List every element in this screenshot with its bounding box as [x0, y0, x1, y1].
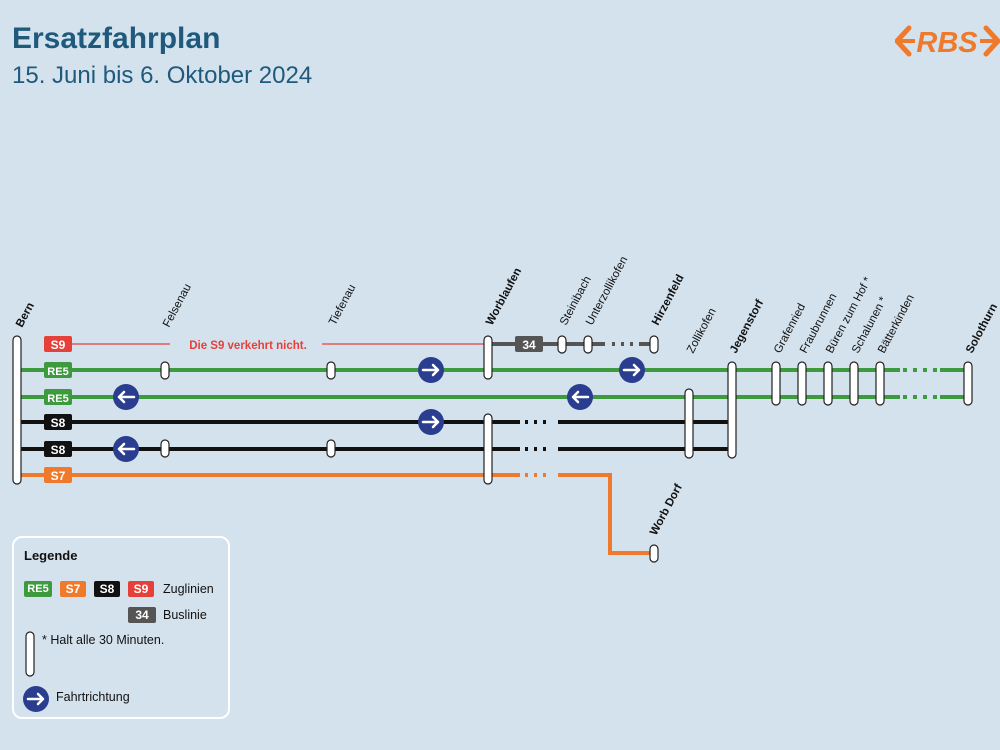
label-worblaufen: Worblaufen: [484, 266, 524, 327]
legend-box: Legende RE5 S7 S8 S9 Zuglinien 34 Buslin…: [12, 536, 230, 719]
label-bern: Bern: [14, 301, 37, 330]
station-felsenau-lower: [160, 439, 170, 458]
legend-title: Legende: [24, 548, 78, 563]
label-felsenau: Felsenau: [161, 282, 194, 329]
legend-train-label: Zuglinien: [163, 582, 214, 596]
badge-s7: [44, 467, 72, 483]
label-jegenstorf: Jegenstorf: [728, 298, 766, 356]
badge-s8-upper: [44, 414, 72, 430]
station-solothurn: [963, 361, 973, 406]
badge-s9: [44, 336, 72, 352]
badge-re5-upper-text: RE5: [47, 366, 68, 378]
station-baetterkinden: [875, 361, 885, 406]
label-unterzollikofen: Unterzollikofen: [584, 255, 630, 328]
legend-halt-label: * Halt alle 30 Minuten.: [42, 633, 165, 647]
legend-badge-re5: RE5: [24, 581, 52, 597]
legend-badge-s9: S9: [128, 581, 154, 597]
badge-s8-upper-text: S8: [51, 416, 66, 430]
direction-arrow-right-2: [619, 357, 645, 383]
label-worb-dorf: Worb Dorf: [648, 482, 685, 537]
station-worb-dorf: [649, 544, 659, 563]
station-bern: [12, 335, 22, 485]
direction-arrow-right-3: [418, 409, 444, 435]
rbs-logo: RBS: [895, 25, 1000, 58]
legend-direction-label: Fahrtrichtung: [56, 690, 130, 704]
legend-badge-bus: 34: [128, 607, 156, 623]
legend-station-icon: [25, 631, 35, 677]
legend-badge-s7: S7: [60, 581, 86, 597]
s9-notice: Die S9 verkehrt nicht.: [189, 340, 307, 352]
label-tiefenau: Tiefenau: [327, 283, 358, 328]
station-steinibach: [557, 335, 567, 354]
badge-bus-34: [515, 336, 543, 352]
station-tiefenau-lower: [326, 439, 336, 458]
station-bueren: [823, 361, 833, 406]
direction-arrow-icon: [23, 686, 49, 712]
station-worblaufen-upper: [483, 335, 493, 380]
badge-s7-text: S7: [51, 469, 66, 483]
badge-bus-34-text: 34: [522, 338, 536, 352]
station-tiefenau-upper: [326, 361, 336, 380]
direction-arrow-right-1: [418, 357, 444, 383]
direction-arrow-left-1: [113, 384, 139, 410]
station-schalunen: [849, 361, 859, 406]
direction-arrow-left-2: [567, 384, 593, 410]
station-unterzollikofen: [583, 335, 593, 354]
direction-arrow-left-3: [113, 436, 139, 462]
label-solothurn: Solothurn: [964, 302, 1000, 356]
station-felsenau-upper: [160, 361, 170, 380]
station-hirzenfeld: [649, 335, 659, 354]
badge-re5-upper: [44, 362, 72, 378]
station-zollikofen: [684, 388, 694, 459]
legend-badge-s8: S8: [94, 581, 120, 597]
badge-re5-lower-text: RE5: [47, 393, 68, 405]
station-grafenried: [771, 361, 781, 406]
badge-s8-lower-text: S8: [51, 443, 66, 457]
label-zollikofen: Zollikofen: [685, 306, 719, 355]
badge-s8-lower: [44, 441, 72, 457]
station-fraubrunnen: [797, 361, 807, 406]
legend-bus-label: Buslinie: [163, 608, 207, 622]
page-title: Ersatzfahrplan: [12, 22, 221, 55]
label-hirzenfeld: Hirzenfeld: [650, 273, 687, 328]
badge-s9-text: S9: [51, 338, 66, 352]
page-subtitle: 15. Juni bis 6. Oktober 2024: [12, 62, 313, 89]
station-jegenstorf: [727, 361, 737, 459]
badge-re5-lower: [44, 389, 72, 405]
logo-text: RBS: [916, 27, 978, 58]
s7-line-to-worb: [558, 473, 654, 555]
station-worblaufen-lower: [483, 413, 493, 485]
